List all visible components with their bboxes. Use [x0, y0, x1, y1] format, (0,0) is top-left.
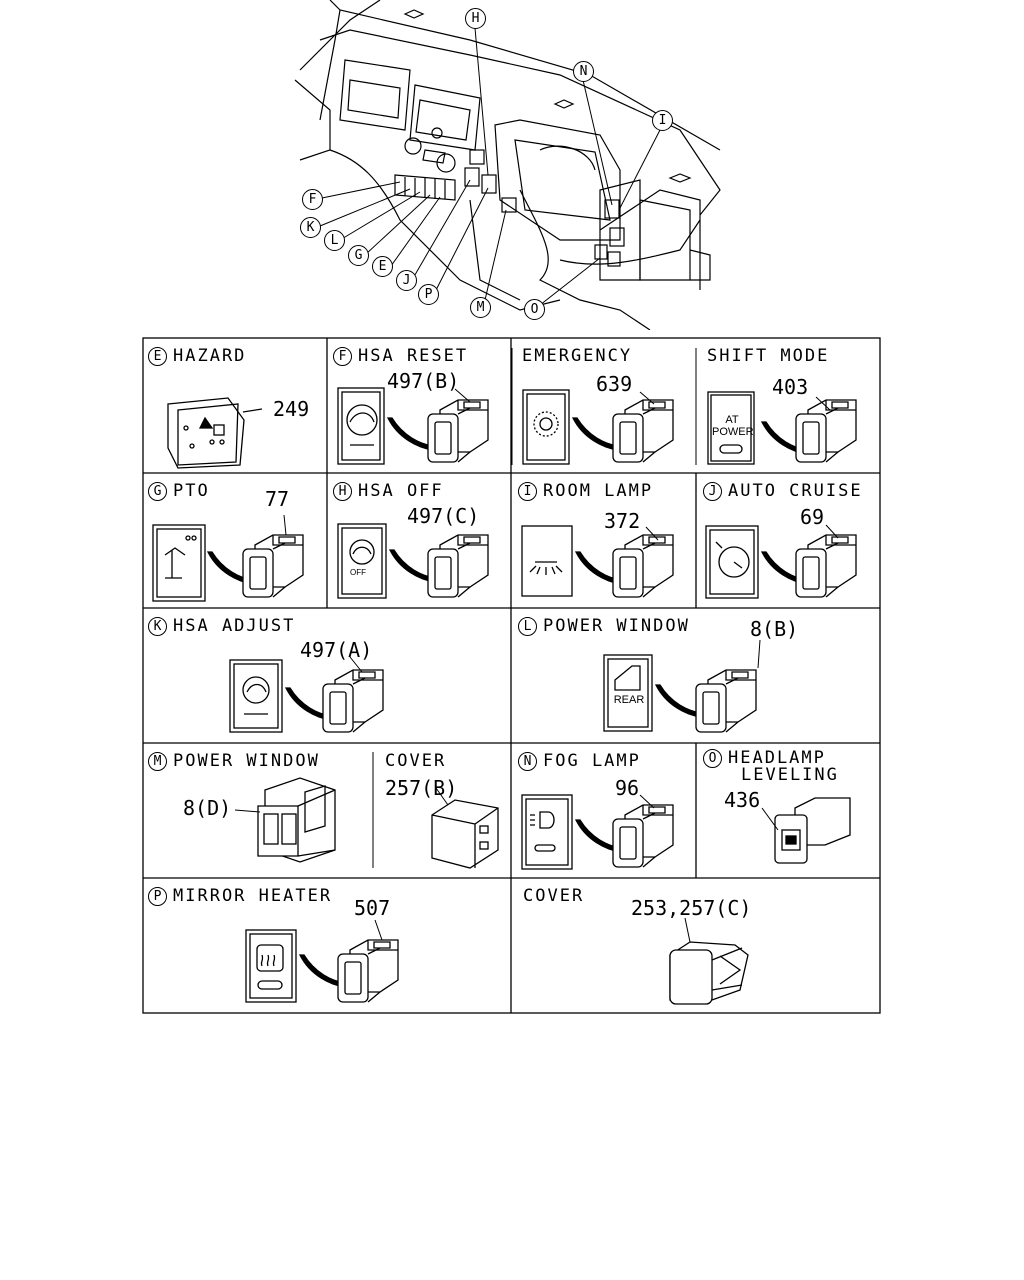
callout-M: M	[470, 297, 491, 318]
part-number-96: 96	[615, 776, 640, 800]
callout-L: L	[324, 230, 345, 251]
cell-O-title-line2: LEVELING	[741, 765, 839, 785]
cell-emergency-title: EMERGENCY	[522, 346, 633, 366]
dashboard-overview-drawing	[294, 0, 721, 330]
part-number-436: 436	[724, 788, 761, 812]
part-number-497C: 497(C)	[407, 504, 480, 528]
part-number-8D: 8(D)	[183, 796, 232, 820]
part-number-497B: 497(B)	[387, 369, 460, 393]
callout-E: E	[372, 256, 393, 277]
callout-J: J	[396, 270, 417, 291]
hsa-off-label: OFF	[350, 568, 366, 577]
part-number-639: 639	[596, 372, 633, 396]
part-number-253-257C: 253,257(C)	[631, 896, 752, 920]
callout-K: K	[300, 217, 321, 238]
part-number-249: 249	[273, 397, 310, 421]
callout-H: H	[465, 8, 486, 29]
part-number-8B: 8(B)	[750, 617, 799, 641]
part-number-497A: 497(A)	[300, 638, 373, 662]
part-number-69: 69	[800, 505, 825, 529]
cell-shift-mode-title: SHIFT MODE	[707, 346, 830, 366]
cell-cover-253-title: COVER	[523, 886, 585, 906]
callout-N: N	[573, 61, 594, 82]
part-number-257B: 257(B)	[385, 776, 458, 800]
part-number-507: 507	[354, 896, 391, 920]
callout-P: P	[418, 284, 439, 305]
cell-cover-257B-title: COVER	[385, 751, 447, 771]
callout-O: O	[524, 299, 545, 320]
part-number-403: 403	[772, 375, 809, 399]
callout-I: I	[652, 110, 673, 131]
callout-G: G	[348, 245, 369, 266]
rear-label: REAR	[613, 694, 645, 706]
part-number-372: 372	[604, 509, 641, 533]
callout-F: F	[302, 189, 323, 210]
part-number-77: 77	[265, 487, 290, 511]
